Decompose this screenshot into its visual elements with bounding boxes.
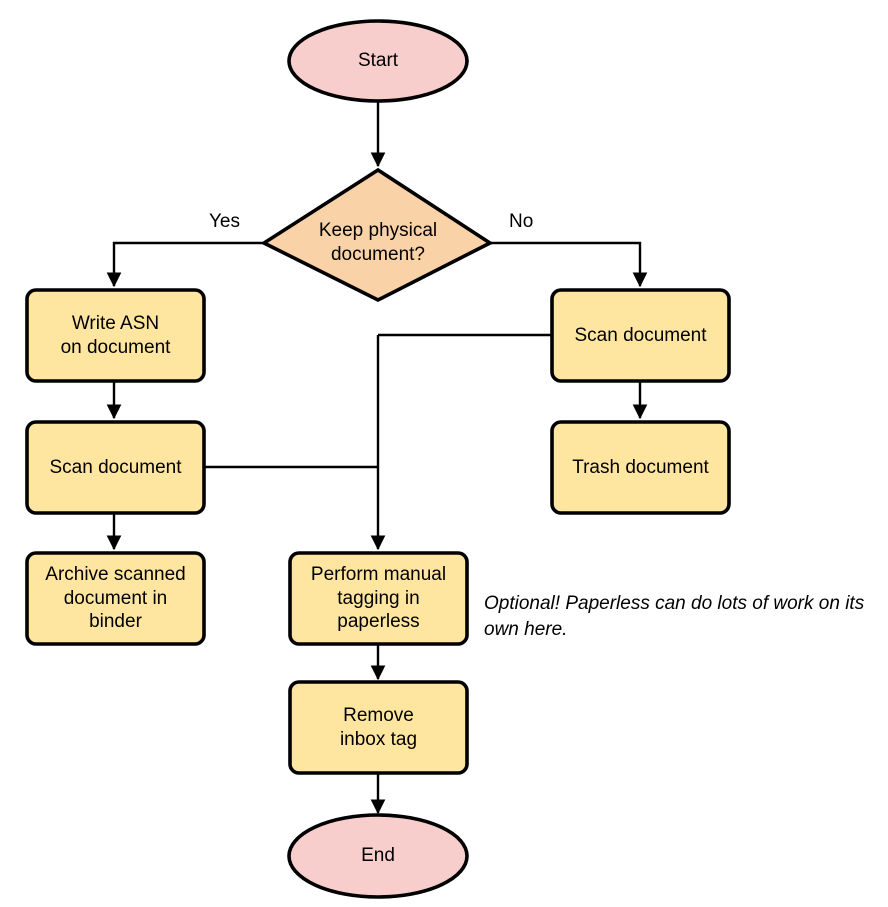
node-trash-shape[interactable] bbox=[550, 420, 731, 515]
node-decision-keep-physical-shape[interactable] bbox=[260, 167, 494, 303]
node-start-shape[interactable] bbox=[287, 19, 469, 103]
node-scan-left-shape[interactable] bbox=[25, 420, 206, 515]
node-remove-inbox-shape[interactable] bbox=[288, 680, 469, 775]
node-end-shape[interactable] bbox=[287, 813, 469, 899]
node-archive-binder-shape[interactable] bbox=[25, 551, 206, 646]
node-manual-tagging-shape[interactable] bbox=[288, 551, 469, 646]
annotation-optional-note: Optional! Paperless can do lots of work … bbox=[484, 593, 865, 640]
node-scan-right-shape[interactable] bbox=[550, 288, 731, 383]
edge-decision-yes-to-write-asn bbox=[106, 241, 264, 288]
edge-label-yes: Yes bbox=[209, 211, 240, 232]
node-write-asn-shape[interactable] bbox=[25, 288, 206, 383]
connector-group bbox=[106, 101, 648, 815]
edge-decision-no-to-scan-right bbox=[490, 241, 648, 288]
edge-label-no: No bbox=[509, 211, 534, 232]
